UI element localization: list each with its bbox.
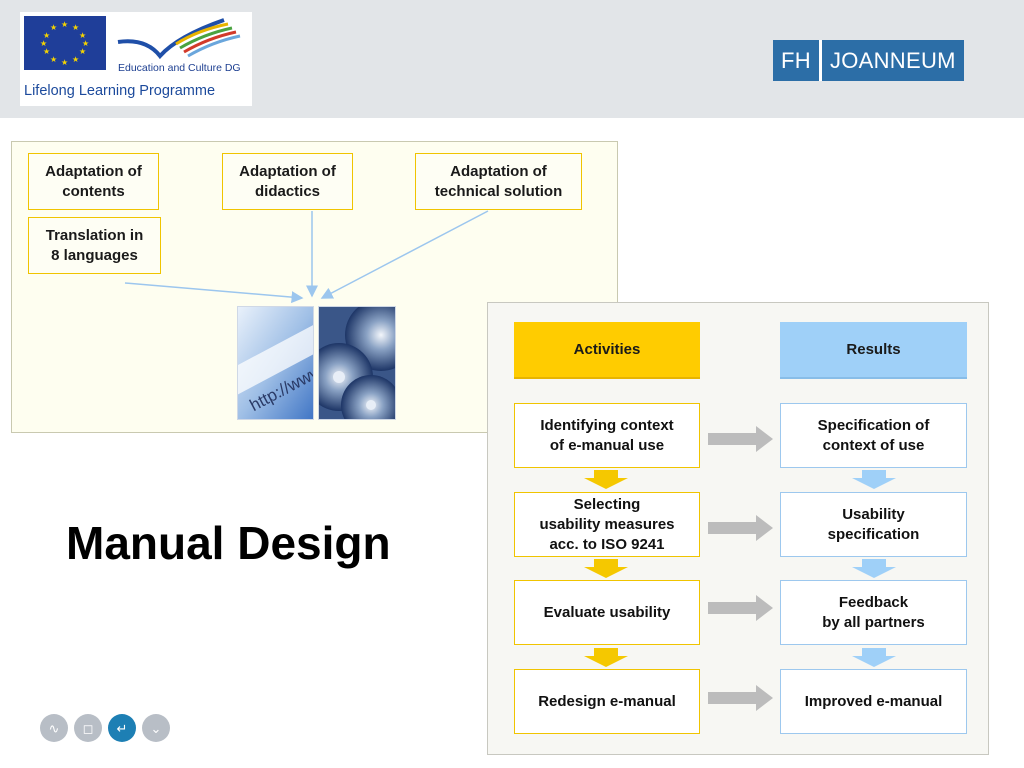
adaptation-contents-box: Adaptation of contents: [28, 153, 159, 210]
activity-step-4: Redesign e-manual: [514, 669, 700, 734]
eu-flag-icon: ★ ★ ★ ★ ★ ★ ★ ★ ★ ★ ★ ★: [24, 16, 106, 70]
results-header: Results: [780, 322, 967, 379]
browser-http-photo: http://www: [237, 306, 314, 420]
fh-logo-right: JOANNEUM: [821, 40, 964, 81]
activity-step-2: Selecting usability measures acc. to ISO…: [514, 492, 700, 557]
programme-text: Lifelong Learning Programme: [24, 83, 216, 99]
result-step-3: Feedback by all partners: [780, 580, 967, 645]
chevron-down-icon[interactable]: ⌄: [142, 714, 170, 742]
activity-step-3: Evaluate usability: [514, 580, 700, 645]
header-band: ★ ★ ★ ★ ★ ★ ★ ★ ★ ★ ★ ★ Education and Cu…: [0, 0, 1024, 118]
activity-step-1: Identifying context of e-manual use: [514, 403, 700, 468]
translation-box: Translation in 8 languages: [28, 217, 161, 274]
adaptation-didactics-box: Adaptation of didactics: [222, 153, 353, 210]
cd-discs-photo: [318, 306, 396, 420]
activities-header: Activities: [514, 322, 700, 379]
education-culture-bird-icon: [117, 18, 241, 60]
result-step-2: Usability specification: [780, 492, 967, 557]
adaptation-technical-box: Adaptation of technical solution: [415, 153, 582, 210]
eu-lifelong-learning-logo: ★ ★ ★ ★ ★ ★ ★ ★ ★ ★ ★ ★ Education and Cu…: [20, 12, 252, 106]
wave-icon[interactable]: ∿: [40, 714, 68, 742]
slide-title: Manual Design: [66, 517, 391, 569]
result-step-4: Improved e-manual: [780, 669, 967, 734]
result-step-1: Specification of context of use: [780, 403, 967, 468]
fh-joanneum-logo: FH JOANNEUM: [773, 40, 964, 81]
return-icon[interactable]: ↵: [108, 714, 136, 742]
dg-text: Education and Culture DG: [118, 62, 241, 74]
square-icon[interactable]: ◻: [74, 714, 102, 742]
fh-logo-divider: [818, 40, 822, 81]
fh-logo-left: FH: [773, 40, 819, 81]
